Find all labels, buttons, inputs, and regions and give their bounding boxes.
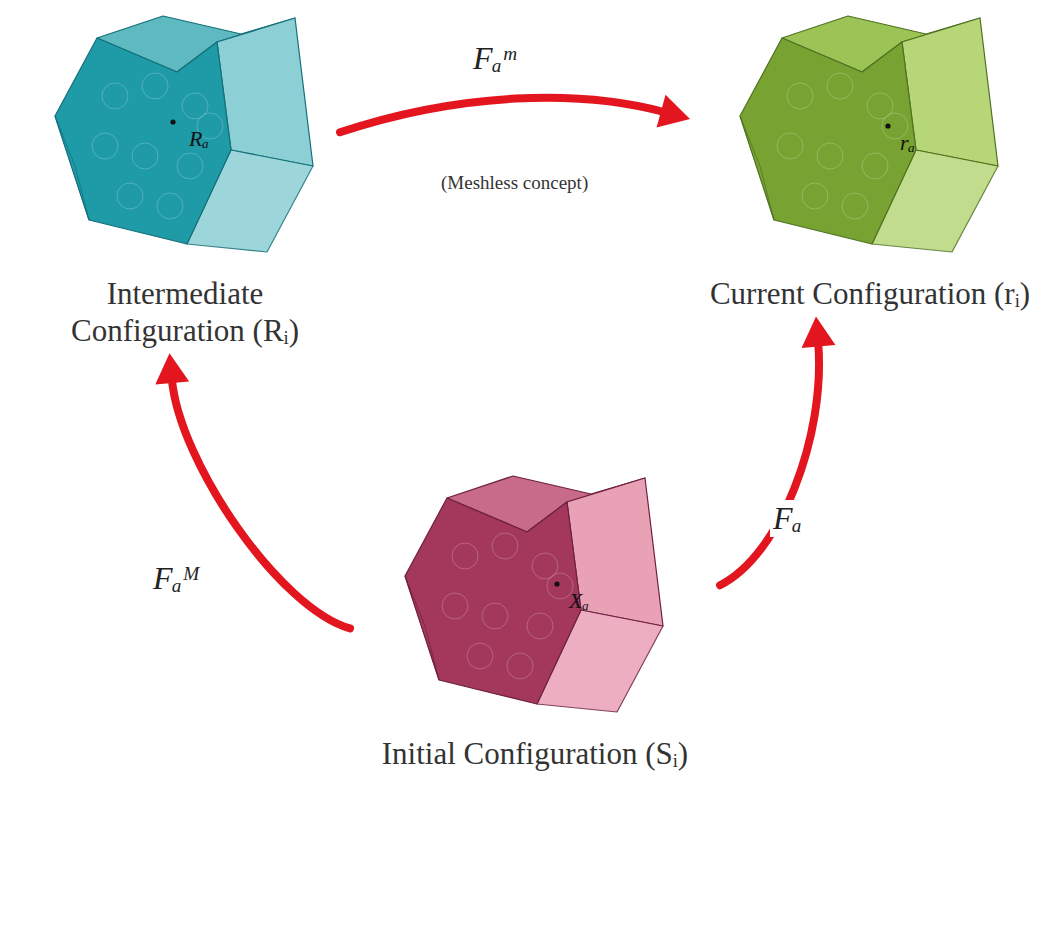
particle-circle (157, 193, 183, 219)
particle-circle (467, 643, 493, 669)
polyhedron-area: Xₐ (350, 468, 720, 718)
configuration-node: XₐInitial Configuration (Sᵢ) (350, 468, 720, 777)
deformation-gradient-label: Fₐ (770, 500, 805, 537)
deformation-gradient-label: Fₐᴹ (150, 560, 203, 597)
particle-circle (482, 603, 508, 629)
transformation-arrow (720, 317, 835, 586)
point-label: Rₐ (189, 126, 209, 152)
particle-circle (862, 153, 888, 179)
polyhedron-area: Rₐ (30, 8, 340, 258)
particle-circle (532, 553, 558, 579)
particle-circle (442, 593, 468, 619)
polyhedron-front-face (55, 38, 231, 244)
polyhedron-front-face (740, 38, 916, 244)
configuration-node: RₐIntermediate Configuration (Rᵢ) (30, 8, 340, 353)
particle-circle (507, 653, 533, 679)
particle-circle (102, 83, 128, 109)
particle-circle (827, 73, 853, 99)
particle-circle (817, 143, 843, 169)
material-point (554, 581, 559, 586)
polyhedron-illustration (30, 8, 340, 258)
particle-circle (92, 133, 118, 159)
material-point (885, 123, 890, 128)
polyhedron-illustration (690, 8, 1050, 258)
particle-circle (182, 93, 208, 119)
configuration-caption: Intermediate Configuration (Rᵢ) (30, 276, 340, 353)
point-label: rₐ (900, 130, 915, 156)
particle-circle (452, 543, 478, 569)
deformation-gradient-label: Fₐᵐ (470, 40, 518, 77)
particle-circle (117, 183, 143, 209)
polyhedron-edge-face (55, 116, 89, 220)
particle-circle (802, 183, 828, 209)
particle-circle (777, 133, 803, 159)
arrow-shaft (720, 342, 819, 585)
annotation-label: (Meshless concept) (438, 172, 591, 194)
particle-circle (842, 193, 868, 219)
particle-circle (527, 613, 553, 639)
particle-circle (177, 153, 203, 179)
particle-circle (142, 73, 168, 99)
particle-circle (132, 143, 158, 169)
polyhedron-edge-face (405, 576, 439, 680)
material-point (170, 119, 175, 124)
polyhedron-side-face (567, 478, 663, 626)
polyhedron-illustration (350, 468, 720, 718)
polyhedron-side-face (217, 18, 313, 166)
arrow-shaft (340, 98, 665, 132)
particle-circle (492, 533, 518, 559)
particle-circle (787, 83, 813, 109)
transformation-arrow (340, 95, 690, 132)
point-label: Xₐ (569, 588, 589, 614)
configuration-caption: Current Configuration (rᵢ) (690, 276, 1050, 317)
polyhedron-front-face (405, 498, 581, 704)
particle-circle (867, 93, 893, 119)
polyhedron-edge-face (740, 116, 774, 220)
configuration-node: rₐCurrent Configuration (rᵢ) (690, 8, 1050, 317)
configuration-caption: Initial Configuration (Sᵢ) (350, 736, 720, 777)
polyhedron-side-face (902, 18, 998, 166)
polyhedron-area: rₐ (690, 8, 1050, 258)
